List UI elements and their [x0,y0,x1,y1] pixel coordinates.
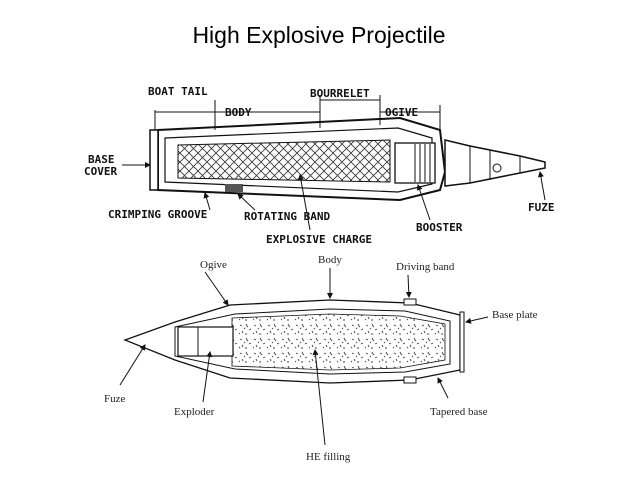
page-title: High Explosive Projectile [192,22,446,48]
label-exploder: Exploder [174,406,215,418]
label-rotating-band: ROTATING BAND [244,210,330,223]
label-bourrelet: BOURRELET [310,87,370,100]
label-cover-line2: COVER [84,165,117,178]
label-ogive-lower: Ogive [200,259,227,271]
label-driving-band: Driving band [396,261,455,273]
shell-cross-section-lower [123,298,465,384]
label-crimping-groove: CRIMPING GROOVE [108,208,207,221]
label-boat-tail: BOAT TAIL [148,85,208,98]
label-body-lower: Body [318,254,342,266]
shell-cross-section-upper [149,116,546,202]
lower-labels: Ogive Body Driving band Base plate Fuze … [104,254,538,463]
label-fuze-lower: Fuze [104,393,126,405]
leaders-lower [119,268,489,446]
label-base-plate: Base plate [492,309,538,321]
label-ogive: OGIVE [385,106,418,119]
label-body: BODY [225,106,252,119]
dimension-lines-upper [122,95,546,231]
label-fuze: FUZE [528,201,555,214]
label-base-line1: BASE [88,153,115,166]
label-tapered-base: Tapered base [430,406,488,418]
label-he-filling: HE filling [306,451,351,463]
upper-labels: BOAT TAIL BODY BOURRELET OGIVE BASE COVE… [84,85,555,246]
label-booster: BOOSTER [416,221,463,234]
label-explosive-charge: EXPLOSIVE CHARGE [266,233,372,246]
